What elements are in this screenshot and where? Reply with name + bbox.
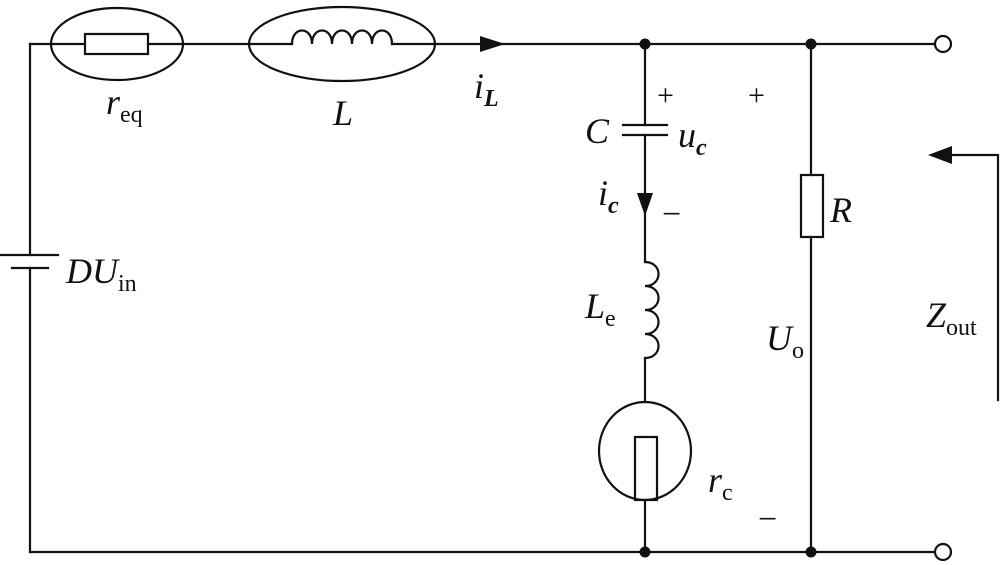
inductor-Le: [643, 260, 660, 360]
cap-minus-sign: −: [662, 196, 681, 233]
inductor-L-label: L: [332, 93, 353, 133]
output-voltage-label: Uo: [766, 318, 804, 364]
r-eq-resistor: [49, 6, 185, 82]
inductor-Le-label: Le: [584, 286, 616, 332]
load-resistor-R: [799, 173, 825, 239]
r-c-label: rc: [708, 460, 733, 506]
current-arrow-ic: [637, 193, 653, 216]
cap-plus-sign: +: [657, 79, 674, 112]
u-c-label: uc: [678, 115, 707, 161]
current-arrow-iL: [480, 36, 505, 52]
output-terminals: [933, 34, 953, 562]
output-plus-sign: +: [748, 79, 765, 112]
i-c-label: ic: [598, 173, 619, 219]
source-label: DUin: [65, 251, 137, 297]
junction-dots: [639, 38, 817, 558]
dc-source-symbol: [0, 253, 60, 270]
capacitor-C: [621, 123, 669, 137]
i-L-label: iL: [474, 66, 499, 112]
z-out-label: Zout: [926, 295, 977, 341]
output-minus-sign: −: [758, 501, 777, 538]
load-resistor-label: R: [829, 190, 852, 230]
capacitor-C-label: C: [585, 111, 610, 151]
zout-arrow: [928, 146, 1000, 402]
r-c-resistor: [597, 400, 693, 502]
inductor-L: [247, 5, 437, 83]
r-eq-label: req: [106, 82, 143, 128]
